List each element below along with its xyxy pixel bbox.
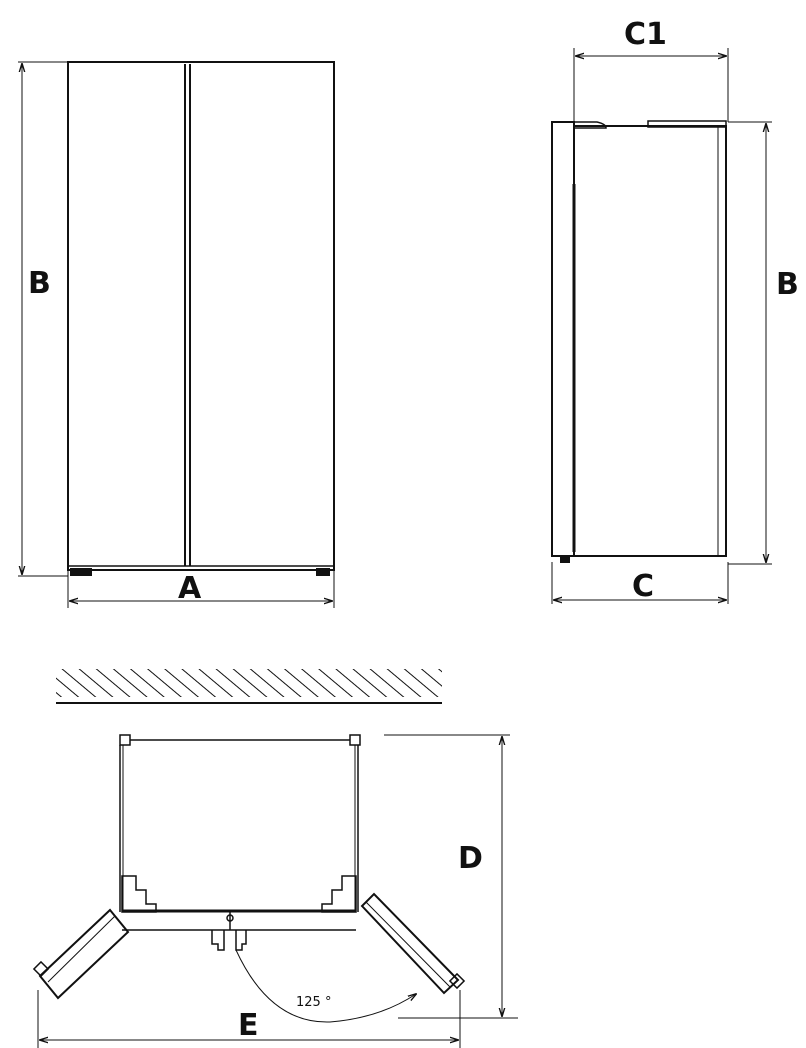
- door-angle-label: 125 °: [296, 995, 331, 1010]
- door-angle-arc: [235, 949, 416, 1023]
- side-height-label: B: [776, 267, 799, 302]
- front-foot-left: [70, 568, 92, 576]
- left-hinge: [121, 875, 157, 913]
- plan-depth-label: D: [458, 841, 483, 876]
- left-door-open: [38, 908, 130, 1000]
- plan-corner-right: [349, 734, 361, 746]
- front-height-label: B: [28, 266, 51, 301]
- side-top-depth-label: C1: [624, 17, 667, 52]
- front-cabinet-outline: [67, 61, 335, 571]
- left-handle: [211, 930, 225, 951]
- front-foot-right: [316, 568, 330, 576]
- side-top-vent: [647, 120, 727, 128]
- right-handle: [235, 930, 247, 951]
- side-cabinet: [573, 125, 727, 557]
- left-door-handle: [32, 960, 50, 978]
- side-depth-label: C: [632, 569, 654, 604]
- side-view: C1 B C: [551, 17, 799, 604]
- plan-view: 125 ° D E: [32, 669, 518, 1048]
- plan-center-pin: [226, 914, 234, 922]
- front-width-label: A: [178, 571, 202, 606]
- left-door-inner: [47, 915, 116, 983]
- right-door-handle: [448, 972, 466, 990]
- side-foot: [560, 556, 570, 563]
- right-door-open: [360, 892, 460, 995]
- side-door: [551, 121, 575, 557]
- plan-corner-left: [119, 734, 131, 746]
- right-hinge: [321, 875, 357, 913]
- wall-hatch: [56, 669, 442, 697]
- side-hinge-cover: [552, 121, 607, 129]
- front-view: B A: [18, 61, 335, 608]
- right-door-inner: [365, 901, 451, 988]
- plan-width-label: E: [238, 1008, 259, 1043]
